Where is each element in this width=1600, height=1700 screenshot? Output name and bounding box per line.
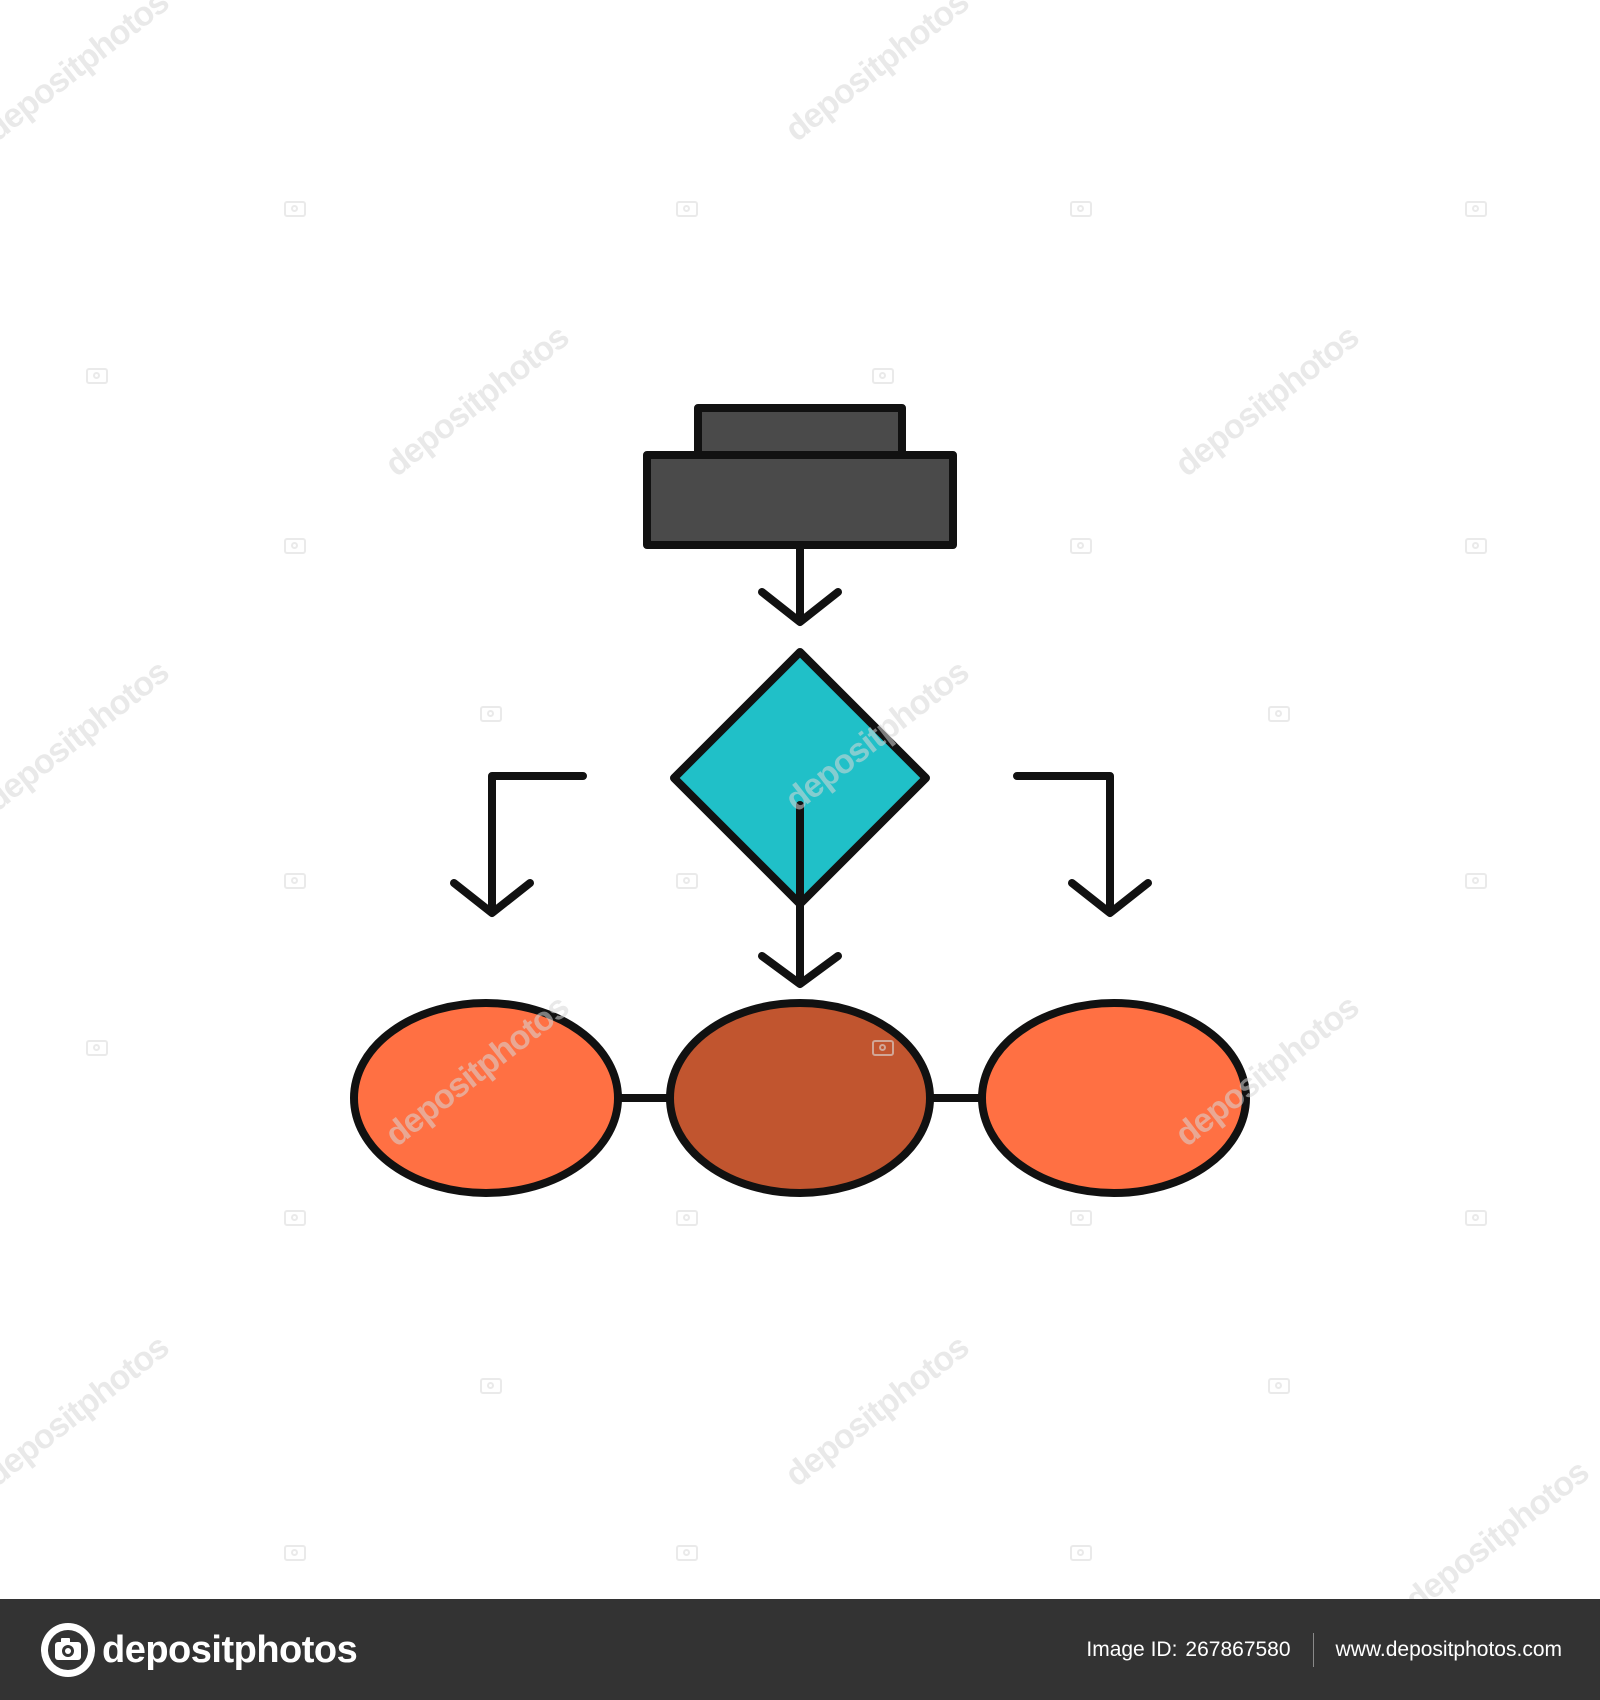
process-node-left [350, 999, 622, 1197]
elbow-arrow-left-icon [450, 772, 587, 917]
arrow-down-icon [758, 541, 842, 626]
image-id-label: Image ID: [1086, 1637, 1178, 1661]
process-node-center [666, 999, 934, 1197]
start-block-bottom [643, 451, 957, 549]
camera-logo-icon [41, 1623, 95, 1677]
start-block-top [694, 404, 906, 462]
footer-divider [1312, 1632, 1314, 1667]
process-node-right [978, 999, 1250, 1197]
flowchart-icon [350, 404, 1250, 1197]
website-link[interactable]: www.depositphotos.com [1335, 1637, 1562, 1661]
footer-info: Image ID: 267867580 www.depositphotos.co… [1086, 1599, 1562, 1700]
image-id-value: 267867580 [1185, 1637, 1291, 1661]
elbow-arrow-right-icon [1013, 772, 1152, 917]
footer-bar: depositphotos Image ID: 267867580 www.de… [0, 1599, 1600, 1700]
brand-name: depositphotos [102, 1628, 358, 1671]
brand-logo[interactable]: depositphotos [40, 1620, 358, 1680]
arrow-down-center-icon [758, 801, 842, 988]
